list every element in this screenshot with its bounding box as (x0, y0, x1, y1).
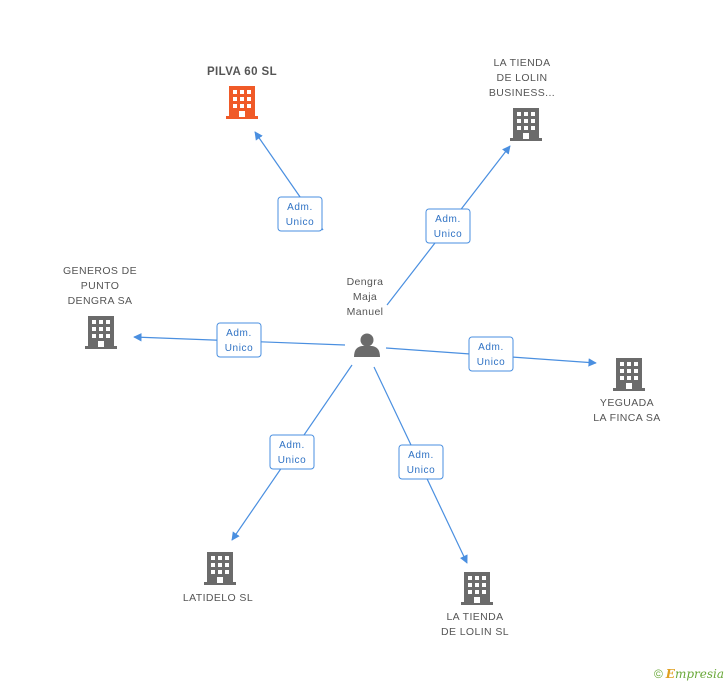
company-name-line: PILVA 60 SL (207, 66, 277, 78)
role-label-box[interactable]: Adm. Unico (277, 196, 323, 232)
role-label-line: Adm. (408, 450, 434, 461)
company-name-line: LA TIENDA (446, 611, 503, 623)
role-label-box[interactable]: Adm. Unico (216, 322, 262, 358)
role-label-box[interactable]: Adm. Unico (269, 434, 315, 470)
person-name-line: Maja (353, 291, 377, 303)
role-label-line: Adm. (435, 214, 461, 225)
company-name-line: DENGRA SA (68, 295, 133, 307)
company-node-tienda-business[interactable]: LA TIENDA DE LOLIN BUSINESS... (489, 57, 555, 141)
company-name-line: BUSINESS... (489, 87, 555, 99)
person-name-line: Dengra (347, 276, 384, 288)
role-label-line: Adm. (279, 440, 305, 451)
company-name-line: LA FINCA SA (593, 412, 660, 424)
building-icon (204, 552, 236, 585)
role-label-line: Unico (225, 343, 254, 354)
copyright-symbol: © (653, 667, 663, 681)
role-label-line: Unico (434, 229, 463, 240)
company-node-latidelo[interactable]: LATIDELO SL (183, 552, 253, 604)
company-name-line: GENEROS DE (63, 265, 137, 277)
role-label-box[interactable]: Adm. Unico (468, 336, 514, 372)
role-label-line: Adm. (226, 328, 252, 339)
company-name-line: LATIDELO SL (183, 592, 253, 604)
company-name-line: YEGUADA (600, 397, 654, 409)
role-label-line: Adm. (287, 202, 313, 213)
building-icon (461, 572, 493, 605)
role-label-line: Unico (407, 465, 436, 476)
person-name-line: Manuel (347, 306, 384, 318)
company-node-generos[interactable]: GENEROS DE PUNTO DENGRA SA (63, 265, 137, 349)
building-icon (85, 316, 117, 349)
company-name-line: LA TIENDA (493, 57, 550, 69)
company-node-tienda-sl[interactable]: LA TIENDA DE LOLIN SL (441, 572, 509, 638)
building-icon (226, 86, 258, 119)
brand-logo: Empresia (665, 667, 724, 681)
company-name-line: DE LOLIN (496, 72, 547, 84)
person-node[interactable]: Dengra Maja Manuel (347, 276, 384, 357)
building-icon (613, 358, 645, 391)
company-node-yeguada[interactable]: YEGUADA LA FINCA SA (593, 358, 660, 424)
building-icon (510, 108, 542, 141)
footer-brand: ©Empresia (654, 667, 724, 681)
role-label-line: Adm. (478, 342, 504, 353)
role-label-box[interactable]: Adm. Unico (425, 208, 471, 244)
nodes-layer: PILVA 60 SL LA TIENDA DE LOLIN BUSINESS... G… (63, 57, 660, 638)
role-label-box[interactable]: Adm. Unico (398, 444, 444, 480)
role-label-line: Unico (278, 455, 307, 466)
company-node-pilva[interactable]: PILVA 60 SL (207, 66, 277, 119)
person-icon (354, 333, 380, 357)
role-label-line: Unico (286, 217, 315, 228)
role-label-line: Unico (477, 357, 506, 368)
company-name-line: PUNTO (81, 280, 120, 292)
company-name-line: DE LOLIN SL (441, 626, 509, 638)
